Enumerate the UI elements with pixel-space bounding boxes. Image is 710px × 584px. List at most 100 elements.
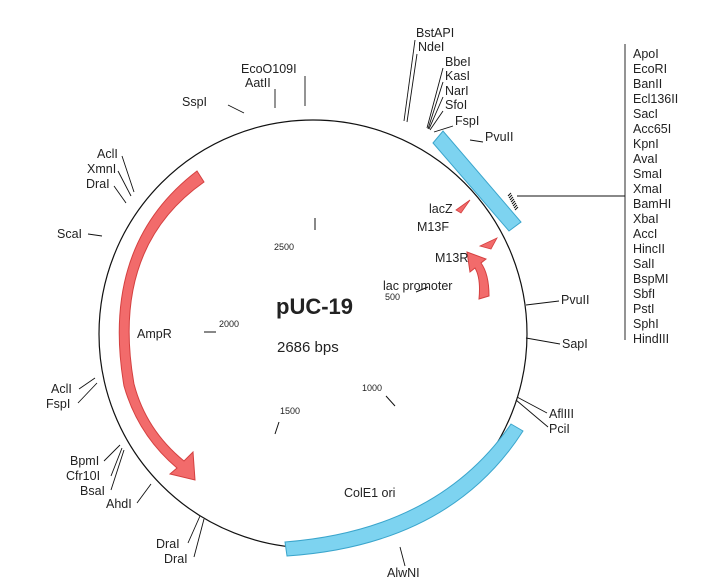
- mcs-ticks: [507, 192, 519, 211]
- leader-alwni: [399, 546, 406, 567]
- leader-acli-bottom: [78, 377, 96, 390]
- site-label-fspi-bottom: FspI: [46, 397, 70, 411]
- feature-label-cole1: ColE1 ori: [344, 486, 395, 500]
- mcs-site-label: XmaI: [633, 182, 662, 196]
- feature-label-m13r: M13R: [435, 251, 468, 265]
- ampr-arrow: [118, 170, 205, 481]
- leader-sspi: [227, 104, 245, 114]
- site-label-kasi: KasI: [445, 69, 470, 83]
- mcs-site-label: SmaI: [633, 167, 662, 181]
- leader-sapi: [525, 337, 561, 345]
- mcs-site-label: Acc65I: [633, 122, 671, 136]
- site-label-acli-top: AclI: [97, 147, 118, 161]
- leader-scai: [87, 233, 103, 237]
- mcs-site-label: SacI: [633, 107, 658, 121]
- site-label-pvuii-top: PvuII: [485, 130, 514, 144]
- tick-label-2000: 2000: [219, 319, 239, 329]
- site-label-bbei: BbeI: [445, 55, 471, 69]
- leader-fspi-top: [433, 125, 454, 133]
- mcs-site-label: BspMI: [633, 272, 668, 286]
- leader-pvuii-top: [469, 139, 484, 143]
- tick-label-500: 500: [385, 292, 400, 302]
- site-label-acli-bottom: AclI: [51, 382, 72, 396]
- tick-label-1000: 1000: [362, 383, 382, 393]
- feature-label-lac-promoter: lac promoter: [383, 279, 452, 293]
- plasmid-size: 2686 bps: [277, 339, 339, 356]
- plasmid-name: pUC-19: [276, 294, 353, 319]
- site-label-scai: ScaI: [57, 227, 82, 241]
- lacz-arrow: [455, 199, 471, 214]
- site-label-sapi: SapI: [562, 337, 588, 351]
- mcs-site-label: HincII: [633, 242, 665, 256]
- site-label-nari: NarI: [445, 84, 469, 98]
- site-label-drai-left: DraI: [86, 177, 110, 191]
- leader-sfoi: [429, 110, 444, 131]
- lac-promoter-arrow: [466, 251, 490, 300]
- tick-1000: [385, 395, 396, 407]
- leader-bsai: [110, 449, 125, 491]
- feature-label-ampr: AmpR: [137, 327, 172, 341]
- leader-xmni: [117, 170, 132, 197]
- site-label-sfoi: SfoI: [445, 98, 467, 112]
- feature-label-m13f: M13F: [417, 220, 449, 234]
- leader-pcii: [515, 399, 549, 428]
- leader-ahdi: [136, 483, 152, 504]
- mcs-site-label: SbfI: [633, 287, 655, 301]
- site-label-drai-b2: DraI: [164, 552, 188, 566]
- feature-label-lacz: lacZ: [429, 202, 453, 216]
- leader-kasi: [427, 81, 444, 130]
- leader-ndei: [406, 53, 418, 123]
- lacz-mcs-arc: [432, 130, 522, 232]
- leader-bpmi: [103, 444, 121, 462]
- cole1-arc: [284, 423, 524, 557]
- tick-500: [415, 286, 429, 293]
- mcs-site-label: AvaI: [633, 152, 658, 166]
- leader-drai-b2: [193, 518, 205, 558]
- mcs-site-label: ApoI: [633, 47, 659, 61]
- tick-label-2500: 2500: [274, 242, 294, 252]
- leader-aflIII: [516, 396, 548, 414]
- site-label-fspi-top: FspI: [455, 114, 479, 128]
- site-label-bpmi: BpmI: [70, 454, 99, 468]
- position-ticks: 500 1000 1500 2000 2500: [204, 218, 429, 435]
- leader-nari: [428, 96, 444, 130]
- mcs-site-label: AccI: [633, 227, 657, 241]
- mcs-site-label: SalI: [633, 257, 655, 271]
- mcs-site-label: BamHI: [633, 197, 671, 211]
- site-label-drai-b1: DraI: [156, 537, 180, 551]
- mcs-site-label: Ecl136II: [633, 92, 678, 106]
- leader-pvuii-right: [525, 300, 560, 306]
- site-label-ahdi: AhdI: [106, 497, 132, 511]
- site-label-aflIII: AflIII: [549, 407, 574, 421]
- site-label-bstapi: BstAPI: [416, 26, 454, 40]
- site-leaders: [77, 39, 561, 567]
- leader-acli-top: [121, 155, 135, 193]
- tick-1500: [274, 421, 280, 435]
- leader-cfr10i: [110, 447, 123, 477]
- site-label-xmni: XmnI: [87, 162, 116, 176]
- mcs-site-label: XbaI: [633, 212, 659, 226]
- leader-bstapi: [403, 39, 416, 122]
- site-label-cfr10i: Cfr10I: [66, 469, 100, 483]
- site-label-aatii: AatII: [245, 76, 271, 90]
- leader-fspi-bottom: [77, 382, 98, 404]
- site-label-sspi: SspI: [182, 95, 207, 109]
- leader-drai-b1: [187, 515, 201, 544]
- site-label-pvuii-right: PvuII: [561, 293, 590, 307]
- leader-drai-left: [113, 185, 127, 204]
- mcs-site-label: SphI: [633, 317, 659, 331]
- site-label-bsai: BsaI: [80, 484, 105, 498]
- mcs-site-label: PstI: [633, 302, 655, 316]
- mcs-site-label: KpnI: [633, 137, 659, 151]
- mcs-site-list: ApoI EcoRI BanII Ecl136II SacI Acc65I Kp…: [633, 47, 678, 346]
- mcs-site-label: HindIII: [633, 332, 669, 346]
- site-label-pcii: PciI: [549, 422, 570, 436]
- mcs-site-label: EcoRI: [633, 62, 667, 76]
- leader-bbei: [426, 67, 444, 129]
- site-label-ndei: NdeI: [418, 40, 444, 54]
- mcs-site-label: BanII: [633, 77, 662, 91]
- site-label-alwni: AlwNI: [387, 566, 420, 580]
- tick-label-1500: 1500: [280, 406, 300, 416]
- m13r-arrow: [478, 237, 498, 250]
